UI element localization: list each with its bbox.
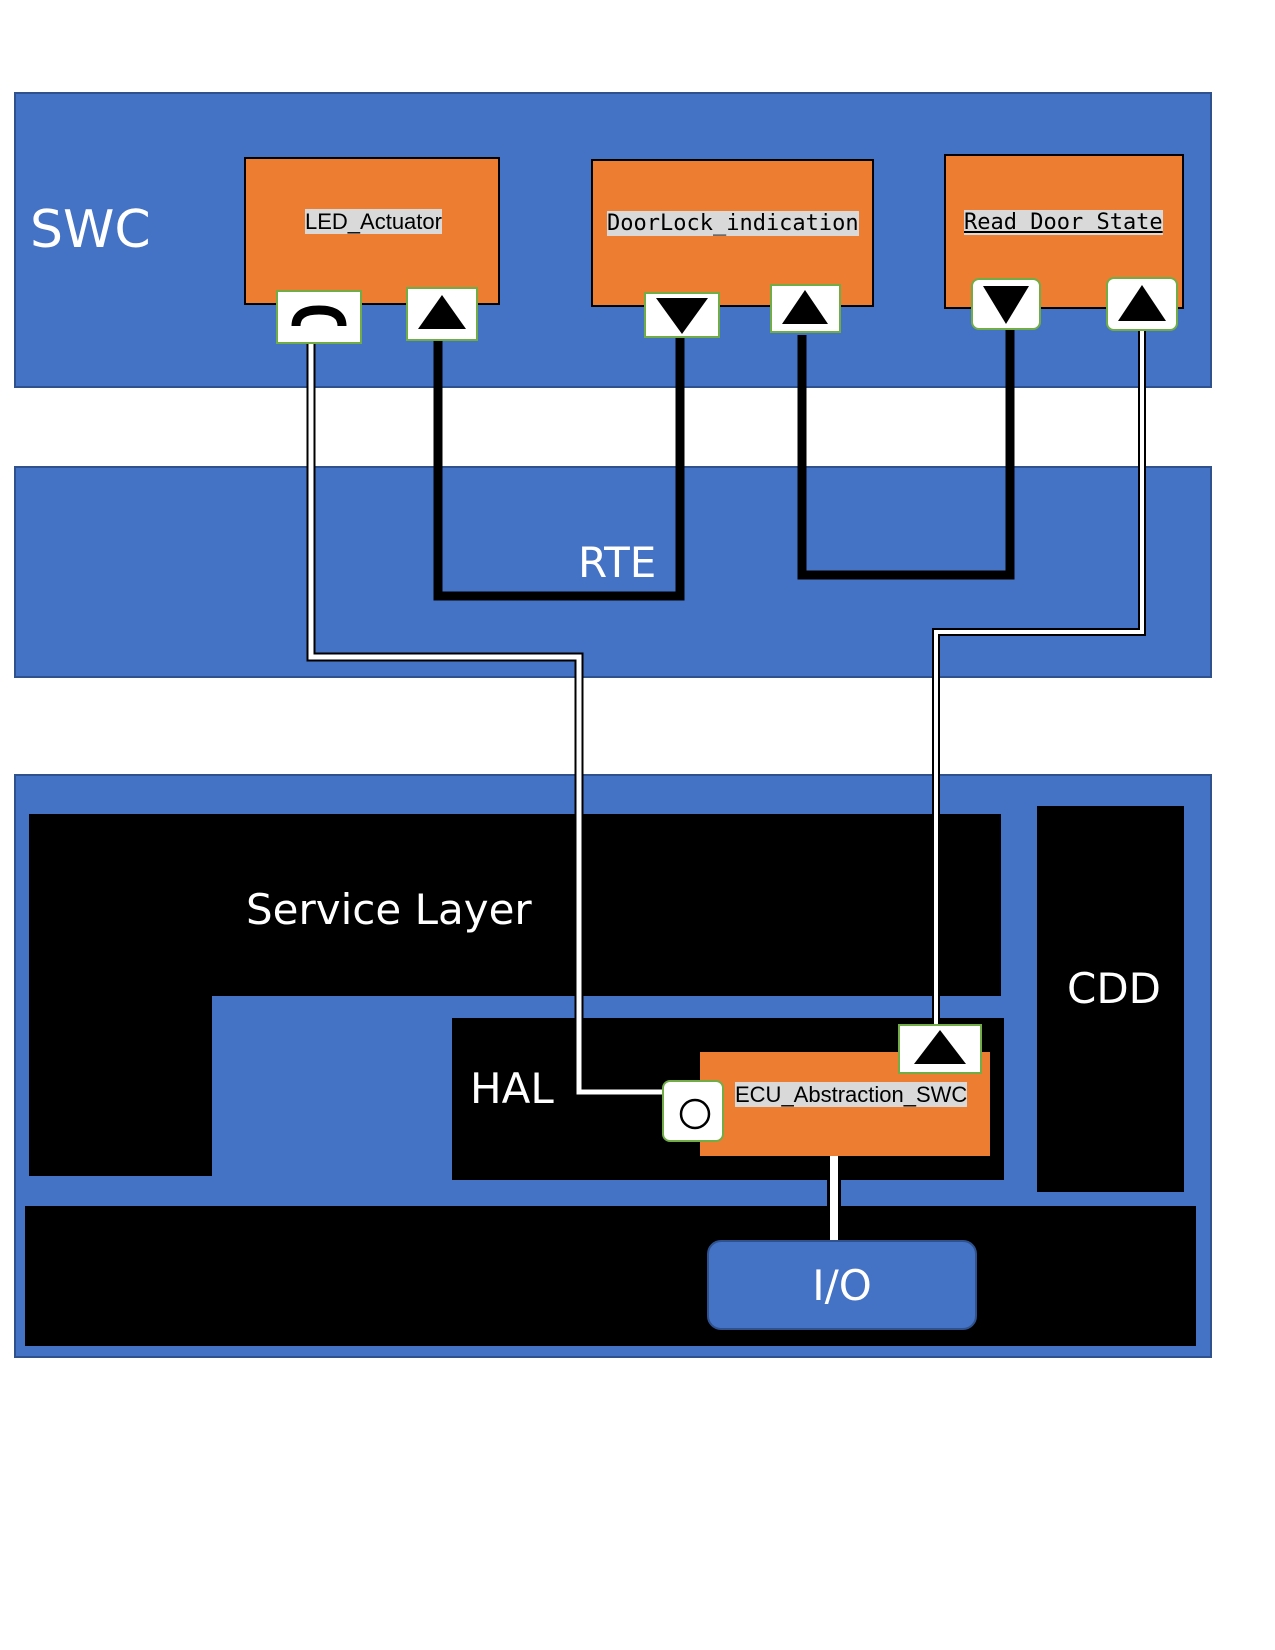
cdd-label: CDD — [1067, 964, 1162, 1013]
led-actuator-label: LED_Actuator — [305, 209, 442, 235]
io-box: I/O — [707, 1240, 977, 1330]
wire-led-to-ecu — [306, 343, 662, 1097]
receiver-port-down-icon — [983, 286, 1029, 324]
sender-port-up-icon — [782, 290, 828, 324]
cdd-block — [1037, 806, 1184, 1192]
sender-port-up-icon — [418, 295, 466, 329]
doorlock-receiver-port[interactable] — [644, 292, 720, 338]
doorlock-indication-label: DoorLock_indication — [607, 211, 859, 237]
sender-port-up-icon — [914, 1030, 966, 1064]
wire-ecu-to-readstate — [932, 330, 1146, 1026]
wire-doorlock-to-readstate — [797, 325, 1015, 580]
mcal-block — [25, 1206, 1196, 1346]
led-sender-port[interactable] — [406, 287, 478, 341]
led-client-port[interactable] — [276, 290, 362, 344]
swc-layer-label: SWC — [30, 200, 151, 260]
read-door-state-label: Read Door State — [964, 210, 1163, 236]
wire-led-to-doorlock — [433, 333, 685, 601]
ecu-server-port[interactable] — [662, 1080, 724, 1142]
service-layer-block-leg — [29, 994, 212, 1176]
hal-label: HAL — [470, 1064, 554, 1113]
server-port-circle-icon — [679, 1098, 711, 1130]
read-receiver-port[interactable] — [971, 278, 1041, 330]
ecu-sender-port[interactable] — [898, 1024, 982, 1074]
rte-layer-label: RTE — [578, 538, 657, 587]
receiver-port-down-icon — [656, 298, 708, 334]
client-server-port-icon — [291, 305, 347, 327]
service-layer-block — [29, 814, 1001, 996]
ecu-abstraction-label: ECU_Abstraction_SWC — [735, 1082, 968, 1108]
doorlock-sender-port[interactable] — [770, 284, 841, 333]
io-label: I/O — [812, 1260, 872, 1310]
read-sender-port[interactable] — [1106, 277, 1178, 331]
service-layer-label: Service Layer — [246, 885, 532, 934]
sender-port-up-icon — [1118, 285, 1166, 321]
